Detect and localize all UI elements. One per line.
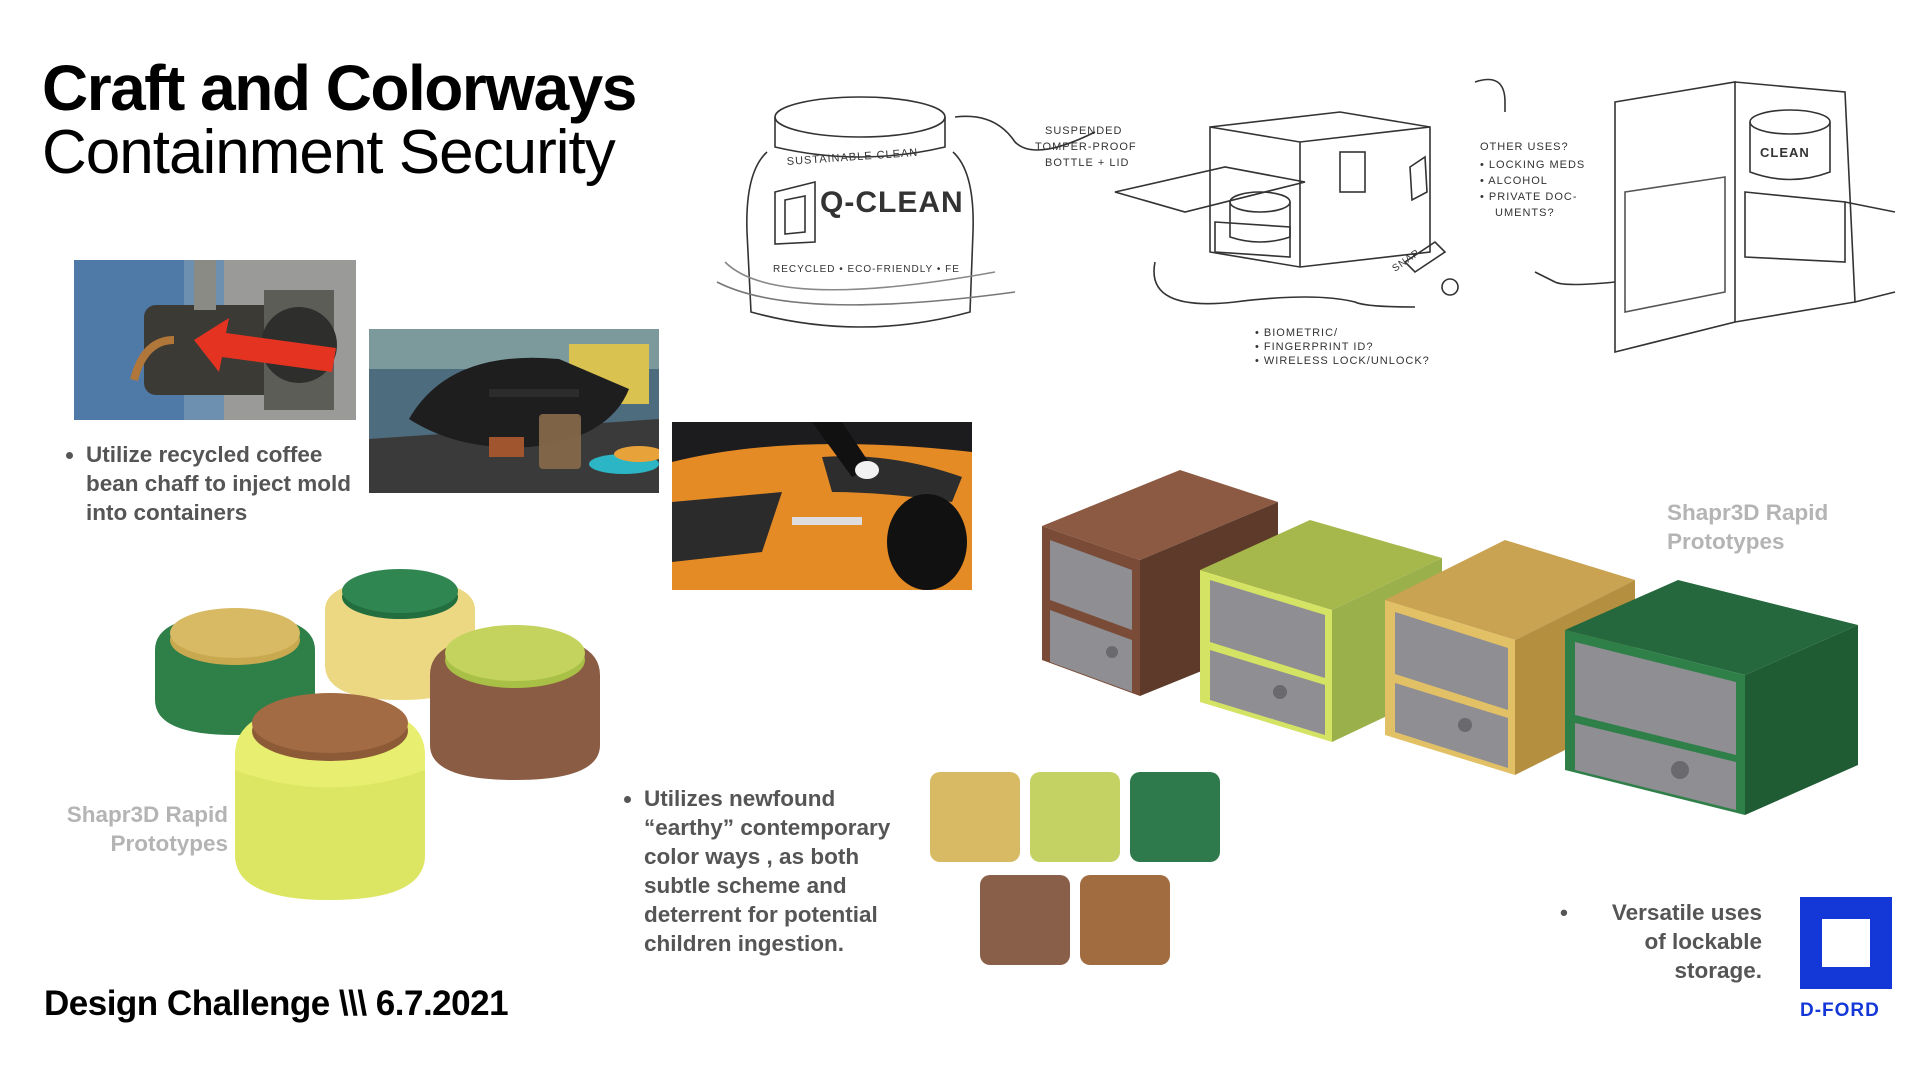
sketch-note-other-uses: OTHER USES?: [1480, 141, 1569, 153]
sketch-note-private: • PRIVATE DOC-: [1480, 191, 1578, 203]
sketch-note-documents: UMENTS?: [1495, 207, 1555, 219]
sketch-note-biometric: • BIOMETRIC/: [1255, 327, 1338, 339]
caption-box-prototypes: Shapr3D Rapid Prototypes: [1667, 500, 1829, 554]
jar-prototypes-render: [140, 555, 620, 925]
color-swatch: [1130, 772, 1220, 862]
color-swatch: [1080, 875, 1170, 965]
caption-jar-prototypes: Shapr3D Rapid Prototypes: [66, 802, 228, 856]
sketch-note-fingerprint: • FINGERPRINT ID?: [1255, 341, 1373, 353]
jar-label-main: Q-CLEAN: [820, 186, 964, 219]
bullet-coffee-chaff: Utilize recycled coffee bean chaff to in…: [62, 440, 362, 527]
sketch-note-suspended: SUSPENDED: [1045, 125, 1122, 137]
sketch-note-wireless: • WIRELESS LOCK/UNLOCK?: [1255, 355, 1430, 367]
bullet-dot: •: [1560, 900, 1568, 925]
jar-label-bottom: RECYCLED • ECO-FRIENDLY • FE: [773, 264, 960, 275]
photo-orange-car: [672, 422, 972, 590]
page-subtitle: Containment Security: [42, 118, 616, 187]
sketch-note-alcohol: • ALCOHOL: [1480, 175, 1548, 187]
jar-label-top: SUSTAINABLE CLEAN: [786, 147, 918, 168]
bullet-colorways: Utilizes newfound “earthy” contemporary …: [620, 784, 920, 958]
color-swatch: [930, 772, 1020, 862]
box-prototypes-render: [1040, 470, 1870, 870]
color-swatch: [980, 875, 1070, 965]
color-swatch: [1030, 772, 1120, 862]
logo-text: D-FORD: [1800, 1000, 1880, 1021]
d-ford-logo-icon: [1800, 897, 1892, 989]
photo-injection-molding: [74, 260, 356, 420]
color-swatches: [930, 772, 1230, 972]
sketch-note-meds: • LOCKING MEDS: [1480, 159, 1585, 171]
red-arrow-icon: [194, 318, 336, 372]
photo-headlamp-housing: [369, 329, 659, 493]
sketch-cabinet-jar-label: CLEAN: [1760, 145, 1810, 160]
sketch-note-tamper: TOMPER-PROOF: [1035, 141, 1137, 153]
bullet-storage: • Versatile uses of lockable storage.: [1560, 900, 1762, 983]
sketch-note-bottle: BOTTLE + LID: [1045, 157, 1129, 169]
concept-sketch: SUSTAINABLE CLEAN Q-CLEAN RECYCLED • ECO…: [715, 72, 1900, 372]
footer-design-challenge: Design Challenge \\\ 6.7.2021: [44, 984, 509, 1023]
page-title: Craft and Colorways: [42, 52, 637, 124]
